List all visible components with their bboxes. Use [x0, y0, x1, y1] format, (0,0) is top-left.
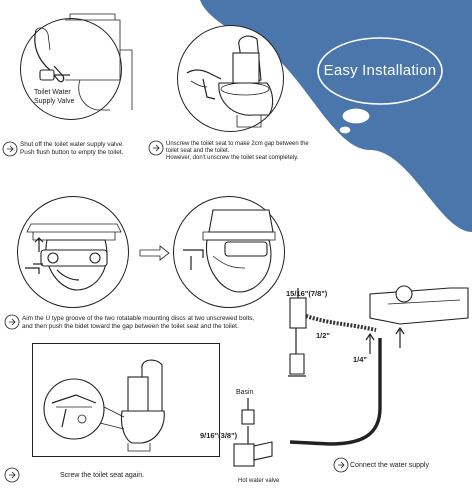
step4-illustration [43, 359, 165, 452]
step2-text-1: Unscrew the toilet seat to make 2cm gap … [166, 141, 309, 147]
dimension-1-4: 1/4" [353, 355, 367, 364]
step4-text: Screw the toilet seat again. [60, 472, 145, 479]
step5-illustration [233, 285, 469, 467]
step1-detail-circle [20, 18, 122, 120]
step3-text-2: and then push the bidet toward the gap b… [22, 323, 239, 330]
step1-icon [2, 141, 18, 157]
step2-illustration [186, 35, 274, 128]
bubble-dot-large [341, 107, 371, 125]
step5-text: Connect the water supply [350, 462, 429, 469]
banner: Easy Installation [310, 35, 460, 110]
banner-title: Easy Installation [323, 62, 437, 79]
step1-text-2: Push flush button to empty the toilet. [20, 149, 124, 156]
basin-label: Basin [236, 389, 254, 396]
step5-icon [333, 457, 349, 473]
banner-bubble [317, 37, 443, 105]
step3-text-1: Aim the U type groove of the two rotatab… [22, 315, 255, 322]
step1-text-1: Shut off the toilet water supply valve. [20, 141, 124, 148]
step4-icon [4, 467, 20, 483]
step3-illustration-left [25, 223, 122, 291]
step3-icon [4, 314, 20, 330]
step3-right-arrow-icon [139, 245, 170, 261]
bubble-dot-small [338, 125, 352, 135]
dimension-15-16: 15/16"(7/8") [286, 289, 328, 298]
hot-water-valve-label: Hot water valve [238, 478, 280, 484]
dimension-1-2: 1/2" [316, 331, 330, 340]
dimension-9-16: 9/16"(3/8") [200, 431, 238, 440]
step2-text-2: toilet seat and the toilet. [166, 148, 230, 154]
step2-icon [148, 140, 164, 156]
step3-illustration-right [183, 209, 276, 293]
step2-text-3: However, don't unscrew the toilet seat c… [166, 155, 299, 161]
